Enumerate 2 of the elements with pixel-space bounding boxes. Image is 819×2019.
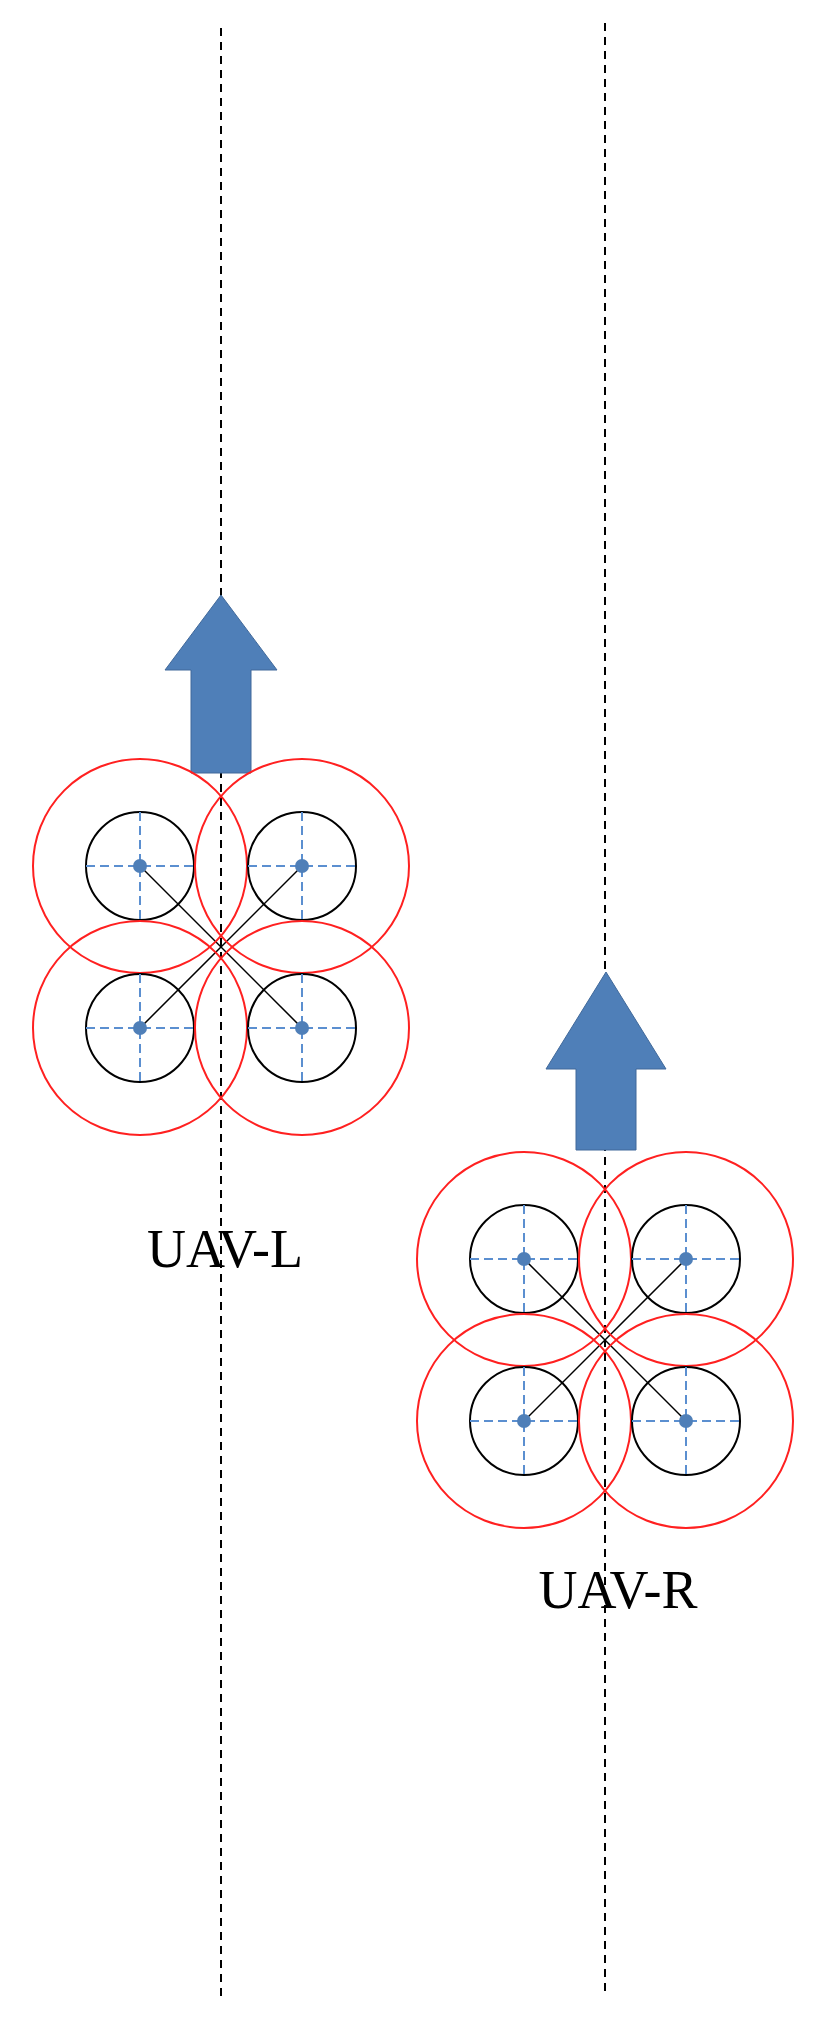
drone-label: UAV-R	[538, 1563, 698, 1617]
drone-label: UAV-L	[147, 1222, 303, 1276]
